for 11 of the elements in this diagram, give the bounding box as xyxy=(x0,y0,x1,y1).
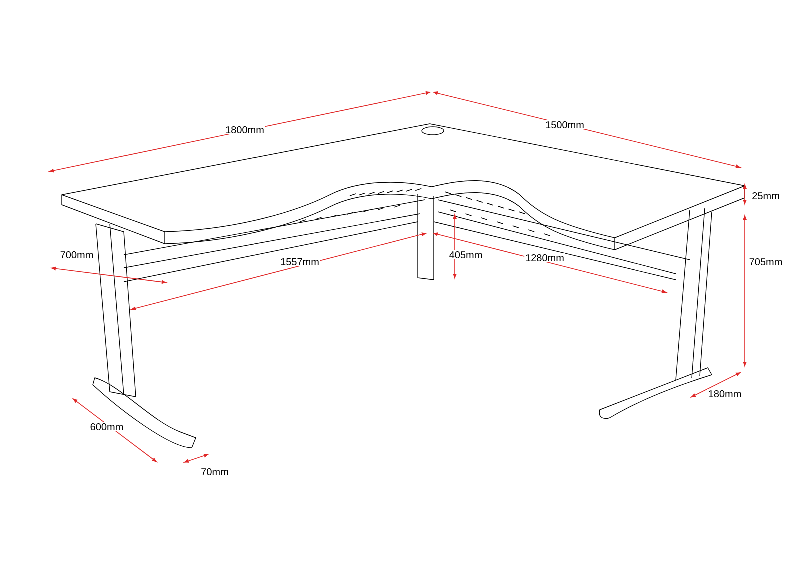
dimension-label: 1500mm xyxy=(544,120,586,130)
dimension-label: 700mm xyxy=(59,250,95,260)
dimension-label: 705mm xyxy=(748,257,784,267)
dimension-label: 600mm xyxy=(89,422,125,432)
dimension-label: 1280mm xyxy=(524,253,566,263)
dimension-label: 180mm xyxy=(707,389,743,399)
dimension-label: 1557mm xyxy=(280,258,320,266)
dimension-label: 1800mm xyxy=(224,125,266,135)
dimension-label: 70mm xyxy=(200,467,230,477)
dimension-label: 405mm xyxy=(448,250,484,260)
dimension-label: 25mm xyxy=(751,191,781,201)
